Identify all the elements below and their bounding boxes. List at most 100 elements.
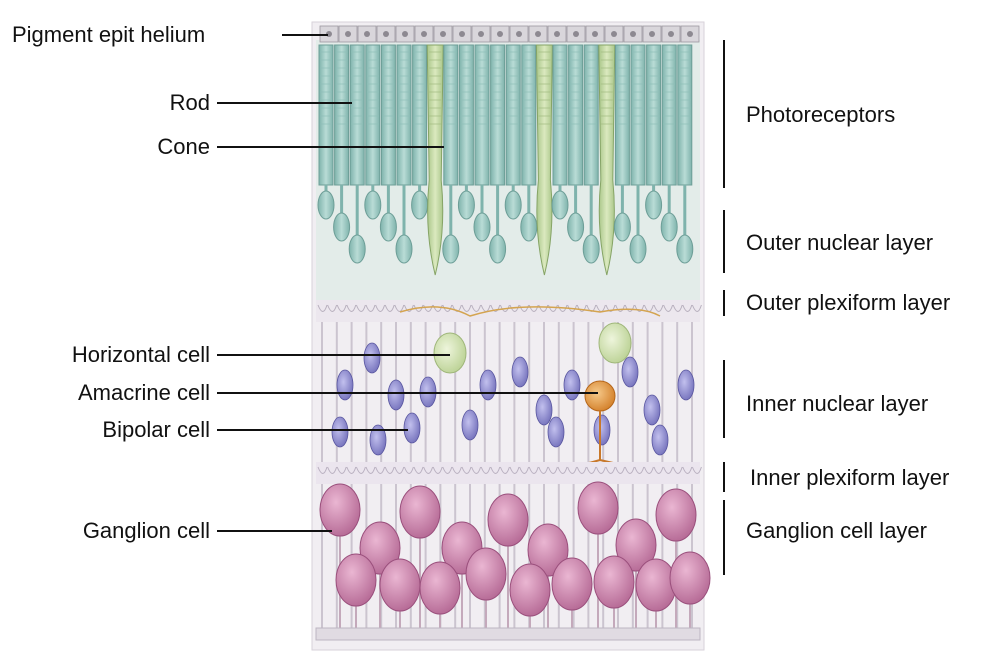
rod-outer-segment xyxy=(647,45,661,185)
rod-nucleus xyxy=(365,191,381,219)
rod-outer-segment xyxy=(615,45,629,185)
rod-nucleus xyxy=(505,191,521,219)
bipolar-soma xyxy=(404,413,420,443)
ganglion-soma xyxy=(466,548,506,600)
pigment-nucleus xyxy=(440,31,446,37)
label-photoreceptors: Photoreceptors xyxy=(746,104,895,126)
horizontal-soma xyxy=(434,333,466,373)
rod-nucleus xyxy=(334,213,350,241)
bipolar-soma xyxy=(480,370,496,400)
rod-nucleus xyxy=(677,235,693,263)
rod-nucleus xyxy=(661,213,677,241)
label-pigment-epithelium: Pigment epit helium xyxy=(12,24,205,46)
pigment-nucleus xyxy=(687,31,693,37)
pigment-nucleus xyxy=(611,31,617,37)
rod-outer-segment xyxy=(444,45,458,185)
pigment-nucleus xyxy=(649,31,655,37)
label-rod: Rod xyxy=(170,92,210,114)
bipolar-soma xyxy=(644,395,660,425)
rod-nucleus xyxy=(490,235,506,263)
bipolar-soma xyxy=(548,417,564,447)
rod-outer-segment xyxy=(350,45,364,185)
rod-outer-segment xyxy=(366,45,380,185)
rod-outer-segment xyxy=(678,45,692,185)
rod-outer-segment xyxy=(335,45,349,185)
horizontal-soma xyxy=(599,323,631,363)
pigment-nucleus xyxy=(554,31,560,37)
rod-nucleus xyxy=(521,213,537,241)
label-cone: Cone xyxy=(157,136,210,158)
bipolar-soma xyxy=(564,370,580,400)
ganglion-soma xyxy=(552,558,592,610)
pigment-nucleus xyxy=(478,31,484,37)
rod-outer-segment xyxy=(475,45,489,185)
ganglion-soma xyxy=(380,559,420,611)
label-horizontal-cell: Horizontal cell xyxy=(72,344,210,366)
pigment-nucleus xyxy=(421,31,427,37)
rod-outer-segment xyxy=(397,45,411,185)
rod-outer-segment xyxy=(459,45,473,185)
label-outer-nuclear-layer: Outer nuclear layer xyxy=(746,232,933,254)
rod-outer-segment xyxy=(506,45,520,185)
label-amacrine-cell: Amacrine cell xyxy=(78,382,210,404)
inner-plexiform-band xyxy=(316,462,701,484)
rod-nucleus xyxy=(583,235,599,263)
pigment-nucleus xyxy=(345,31,351,37)
rod-nucleus xyxy=(568,213,584,241)
pigment-nucleus xyxy=(668,31,674,37)
ganglion-soma xyxy=(400,486,440,538)
pigment-nucleus xyxy=(573,31,579,37)
bipolar-soma xyxy=(364,343,380,373)
bipolar-soma xyxy=(594,415,610,445)
ganglion-soma xyxy=(320,484,360,536)
label-inner-plexiform-layer: Inner plexiform layer xyxy=(750,467,949,489)
ganglion-soma xyxy=(420,562,460,614)
pigment-nucleus xyxy=(364,31,370,37)
pigment-nucleus xyxy=(535,31,541,37)
amacrine-soma xyxy=(585,381,615,411)
rod-nucleus xyxy=(396,235,412,263)
rod-nucleus xyxy=(646,191,662,219)
rod-outer-segment xyxy=(584,45,598,185)
rod-outer-segment xyxy=(662,45,676,185)
bipolar-soma xyxy=(332,417,348,447)
inner-limiting-band xyxy=(316,628,700,640)
outer-plexiform-band xyxy=(316,300,701,322)
rod-nucleus xyxy=(349,235,365,263)
cone-cell xyxy=(536,45,552,275)
rod-outer-segment xyxy=(381,45,395,185)
cone-cell xyxy=(599,45,615,275)
bipolar-soma xyxy=(462,410,478,440)
ganglion-soma xyxy=(510,564,550,616)
rod-nucleus xyxy=(318,191,334,219)
label-ganglion-cell-layer: Ganglion cell layer xyxy=(746,520,927,542)
label-inner-nuclear-layer: Inner nuclear layer xyxy=(746,393,928,415)
cone-cell xyxy=(427,45,443,275)
label-ganglion-cell: Ganglion cell xyxy=(83,520,210,542)
rod-nucleus xyxy=(630,235,646,263)
pigment-nucleus xyxy=(402,31,408,37)
rod-nucleus xyxy=(458,191,474,219)
bipolar-soma xyxy=(388,380,404,410)
ipl-fill xyxy=(316,462,700,484)
label-outer-plexiform-layer: Outer plexiform layer xyxy=(746,292,950,314)
rod-nucleus xyxy=(412,191,428,219)
pigment-nucleus xyxy=(383,31,389,37)
rod-outer-segment xyxy=(413,45,427,185)
pigment-nucleus xyxy=(630,31,636,37)
rod-outer-segment xyxy=(491,45,505,185)
rod-outer-segment xyxy=(319,45,333,185)
rod-outer-segment xyxy=(553,45,567,185)
rod-outer-segment xyxy=(522,45,536,185)
pigment-nucleus xyxy=(497,31,503,37)
pigment-nucleus xyxy=(592,31,598,37)
pigment-nucleus xyxy=(459,31,465,37)
ganglion-soma xyxy=(578,482,618,534)
bipolar-soma xyxy=(536,395,552,425)
label-bipolar-cell: Bipolar cell xyxy=(102,419,210,441)
rod-outer-segment xyxy=(631,45,645,185)
bipolar-soma xyxy=(678,370,694,400)
bipolar-soma xyxy=(622,357,638,387)
ganglion-soma xyxy=(656,489,696,541)
